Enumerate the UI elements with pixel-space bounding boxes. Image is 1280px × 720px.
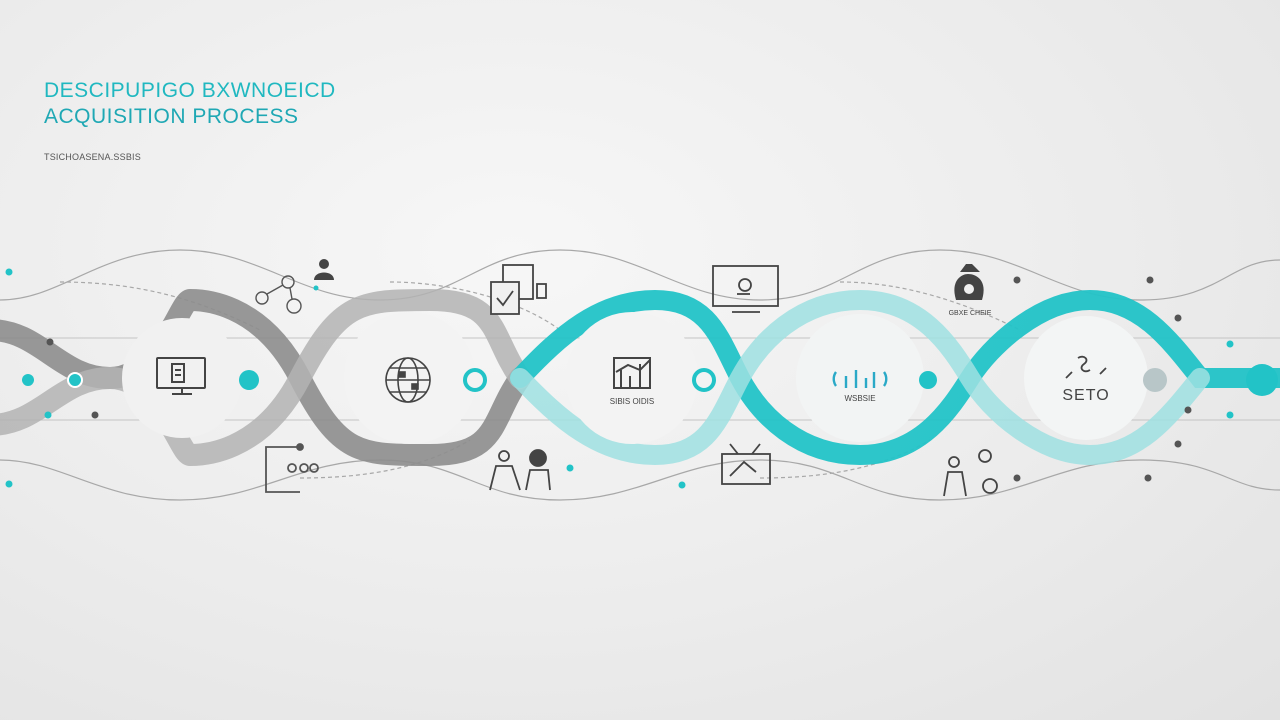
monitor-document-icon: [156, 357, 206, 395]
stage-node-4: [796, 314, 924, 442]
currency-symbols-icon: [1065, 355, 1107, 379]
user-icon: [314, 259, 334, 280]
bar-chart-icon: [613, 357, 651, 389]
money-bag-label: GBXE CHEIE: [949, 310, 992, 317]
stage-3-label: SIBIS OIDIS: [610, 397, 654, 406]
title-line-1: DESCIPUPIGO BXWNOEICD: [44, 79, 336, 102]
connector-dots: [5, 268, 1278, 489]
presentation-board-icon: [721, 443, 771, 485]
title-block: DESCIPUPIGO BXWNOEICD ACQUISITION PROCES…: [44, 78, 336, 130]
title-line-2: ACQUISITION PROCESS: [44, 105, 299, 128]
globe-grid-icon: [385, 357, 431, 403]
team-gears-icon: [943, 449, 998, 497]
subtitle: TSICHOASENA.SSBIS: [44, 152, 141, 162]
monitor-settings-icon: [712, 265, 779, 313]
money-bag-icon: [954, 264, 984, 300]
documents-stack-icon: [490, 264, 547, 315]
molecule-network-icon: [255, 275, 319, 314]
stage-node-5: [1024, 316, 1148, 440]
gray-bands: [0, 288, 531, 467]
stage-node-2: [344, 312, 476, 444]
stage-node-1: [122, 318, 242, 438]
data-chart-icon: [832, 370, 888, 388]
stage-nodes: [122, 312, 1148, 444]
teal-bands: [510, 289, 1280, 466]
stage-node-3: [566, 312, 698, 444]
stage-5-label: SETO: [1062, 387, 1109, 404]
data-frame-icon: [265, 443, 319, 493]
stage-4-label: WSBSIE: [844, 394, 875, 403]
team-people-icon: [489, 449, 551, 491]
